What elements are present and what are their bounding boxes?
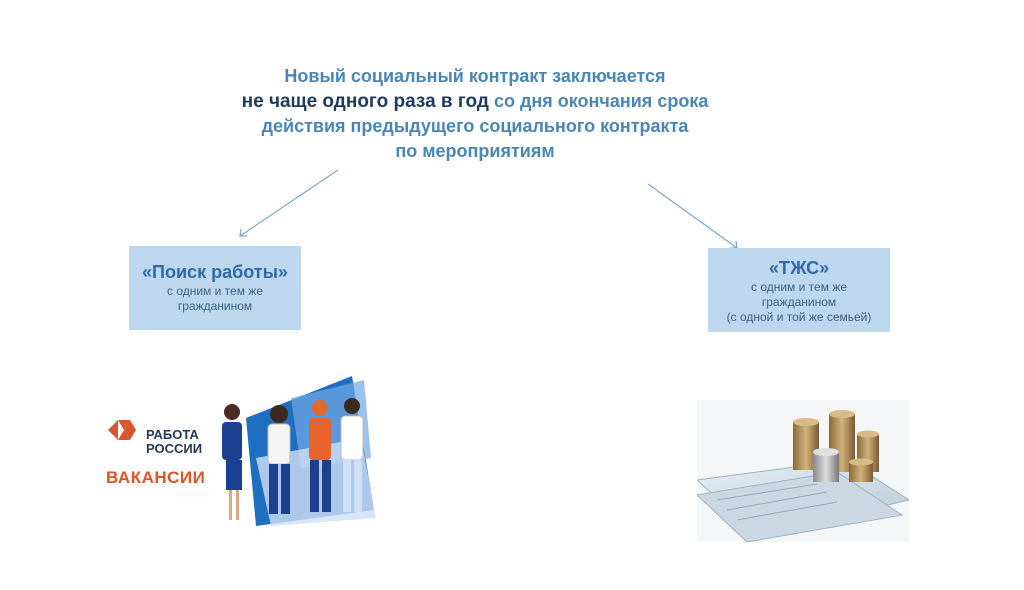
- heading-line-2: не чаще одного раза в год со дня окончан…: [180, 89, 770, 114]
- woman-head: [224, 404, 240, 420]
- logo-line-2: РОССИИ: [146, 441, 203, 456]
- logo-text: РАБОТА РОССИИ: [146, 428, 202, 456]
- job-search-illustration: РАБОТА РОССИИ ВАКАНСИИ: [96, 368, 386, 528]
- job-search-line-2: гражданином: [177, 299, 253, 313]
- tzhs-line-2: гражданином: [761, 295, 837, 309]
- heading-line-4: по мероприятиям: [395, 141, 555, 161]
- coin-stack-4: [813, 452, 839, 482]
- woman-jacket: [222, 422, 242, 460]
- money-illustration: [695, 400, 911, 543]
- arrow-left-head: [239, 228, 247, 237]
- man-3-shirt: [340, 415, 364, 461]
- man-1-head: [270, 405, 288, 423]
- money-image: [695, 400, 911, 543]
- logo-mark: [108, 420, 136, 440]
- heading-emphasis: не чаще одного раза в год: [241, 91, 489, 112]
- job-search-line-1: с одним и тем же: [166, 284, 264, 298]
- banknote-2: [695, 471, 904, 543]
- logo-line-1: РАБОТА: [146, 427, 199, 442]
- coin-stack-5: [849, 462, 873, 482]
- man-3-head: [344, 398, 360, 414]
- job-search-title: «Поиск работы»: [142, 262, 288, 282]
- heading-line-1: Новый социальный контракт заключается: [284, 66, 666, 86]
- tzhs-box: «ТЖС» с одним и тем же гражданином (с од…: [708, 248, 890, 332]
- heading-line-2-rest: со дня окончания срока: [488, 91, 709, 111]
- tzhs-line-1: с одним и тем же: [750, 280, 848, 294]
- workers-image: [108, 376, 376, 526]
- arrow-left-line: [239, 169, 339, 237]
- helmet: [312, 400, 328, 416]
- man-2-vest: [309, 418, 331, 460]
- vacancies-caption: ВАКАНСИИ: [106, 468, 206, 487]
- main-heading: Новый социальный контракт заключается не…: [180, 64, 770, 164]
- job-search-box: «Поиск работы» с одним и тем же граждани…: [129, 246, 301, 330]
- woman-skirt: [226, 460, 242, 490]
- tzhs-line-3: (с одной и той же семьей): [726, 310, 872, 324]
- tzhs-title: «ТЖС»: [768, 258, 830, 278]
- man-1-shirt: [267, 423, 291, 465]
- arrow-right-line: [647, 183, 738, 249]
- heading-line-3: действия предыдущего социального контрак…: [261, 116, 689, 136]
